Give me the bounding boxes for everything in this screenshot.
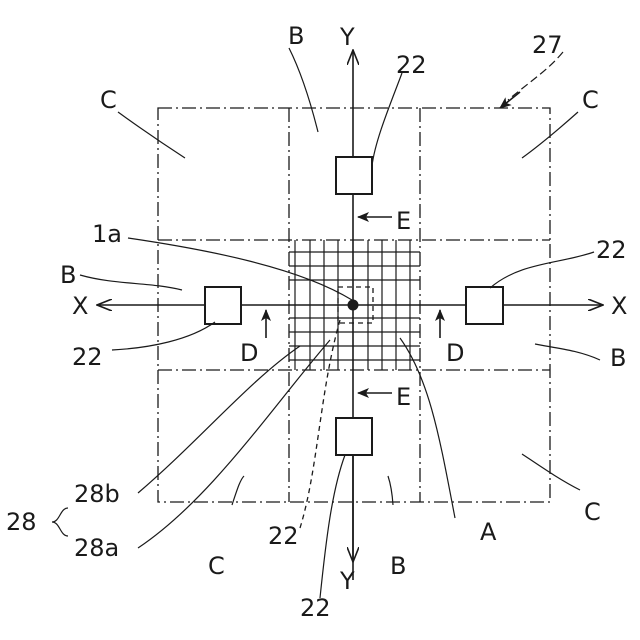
label-arrow-e-lower: E	[396, 383, 411, 411]
label-region-b-left: B	[60, 261, 76, 289]
label-region-c-tr: C	[582, 86, 599, 114]
label-arrow-d-left: D	[240, 339, 258, 367]
label-ref-22-dashed: 22	[268, 522, 299, 550]
label-x-right: X	[611, 292, 627, 320]
label-arrow-d-right: D	[446, 339, 464, 367]
label-arrow-e-upper: E	[396, 207, 411, 235]
label-ref-22-bottom: 22	[300, 594, 331, 622]
sensor-box-top	[336, 157, 372, 194]
label-x-left: X	[72, 292, 88, 320]
label-region-b-right: B	[610, 344, 626, 372]
label-ref-28: 28	[6, 508, 37, 536]
sensor-box-left	[205, 287, 241, 324]
label-ref-1a: 1a	[92, 220, 122, 248]
label-ref-28a: 28a	[74, 534, 119, 562]
leader-lines	[52, 48, 600, 598]
label-region-c-bl: C	[208, 552, 225, 580]
origin-point	[348, 300, 359, 311]
label-y-top: Y	[339, 23, 355, 51]
label-ref-22-left: 22	[72, 343, 103, 371]
label-region-b-bottom: B	[390, 552, 406, 580]
label-region-b-top: B	[288, 22, 304, 50]
label-ref-22-right: 22	[596, 236, 627, 264]
label-ref-27: 27	[532, 31, 563, 59]
label-ref-28b: 28b	[74, 480, 120, 508]
sensor-box-bottom	[336, 418, 372, 455]
label-region-a: A	[480, 518, 497, 546]
label-ref-22-top: 22	[396, 51, 427, 79]
label-region-c-tl: C	[100, 86, 117, 114]
label-region-c-br: C	[584, 498, 601, 526]
sensor-box-right	[466, 287, 503, 324]
label-y-bottom: Y	[339, 567, 355, 595]
